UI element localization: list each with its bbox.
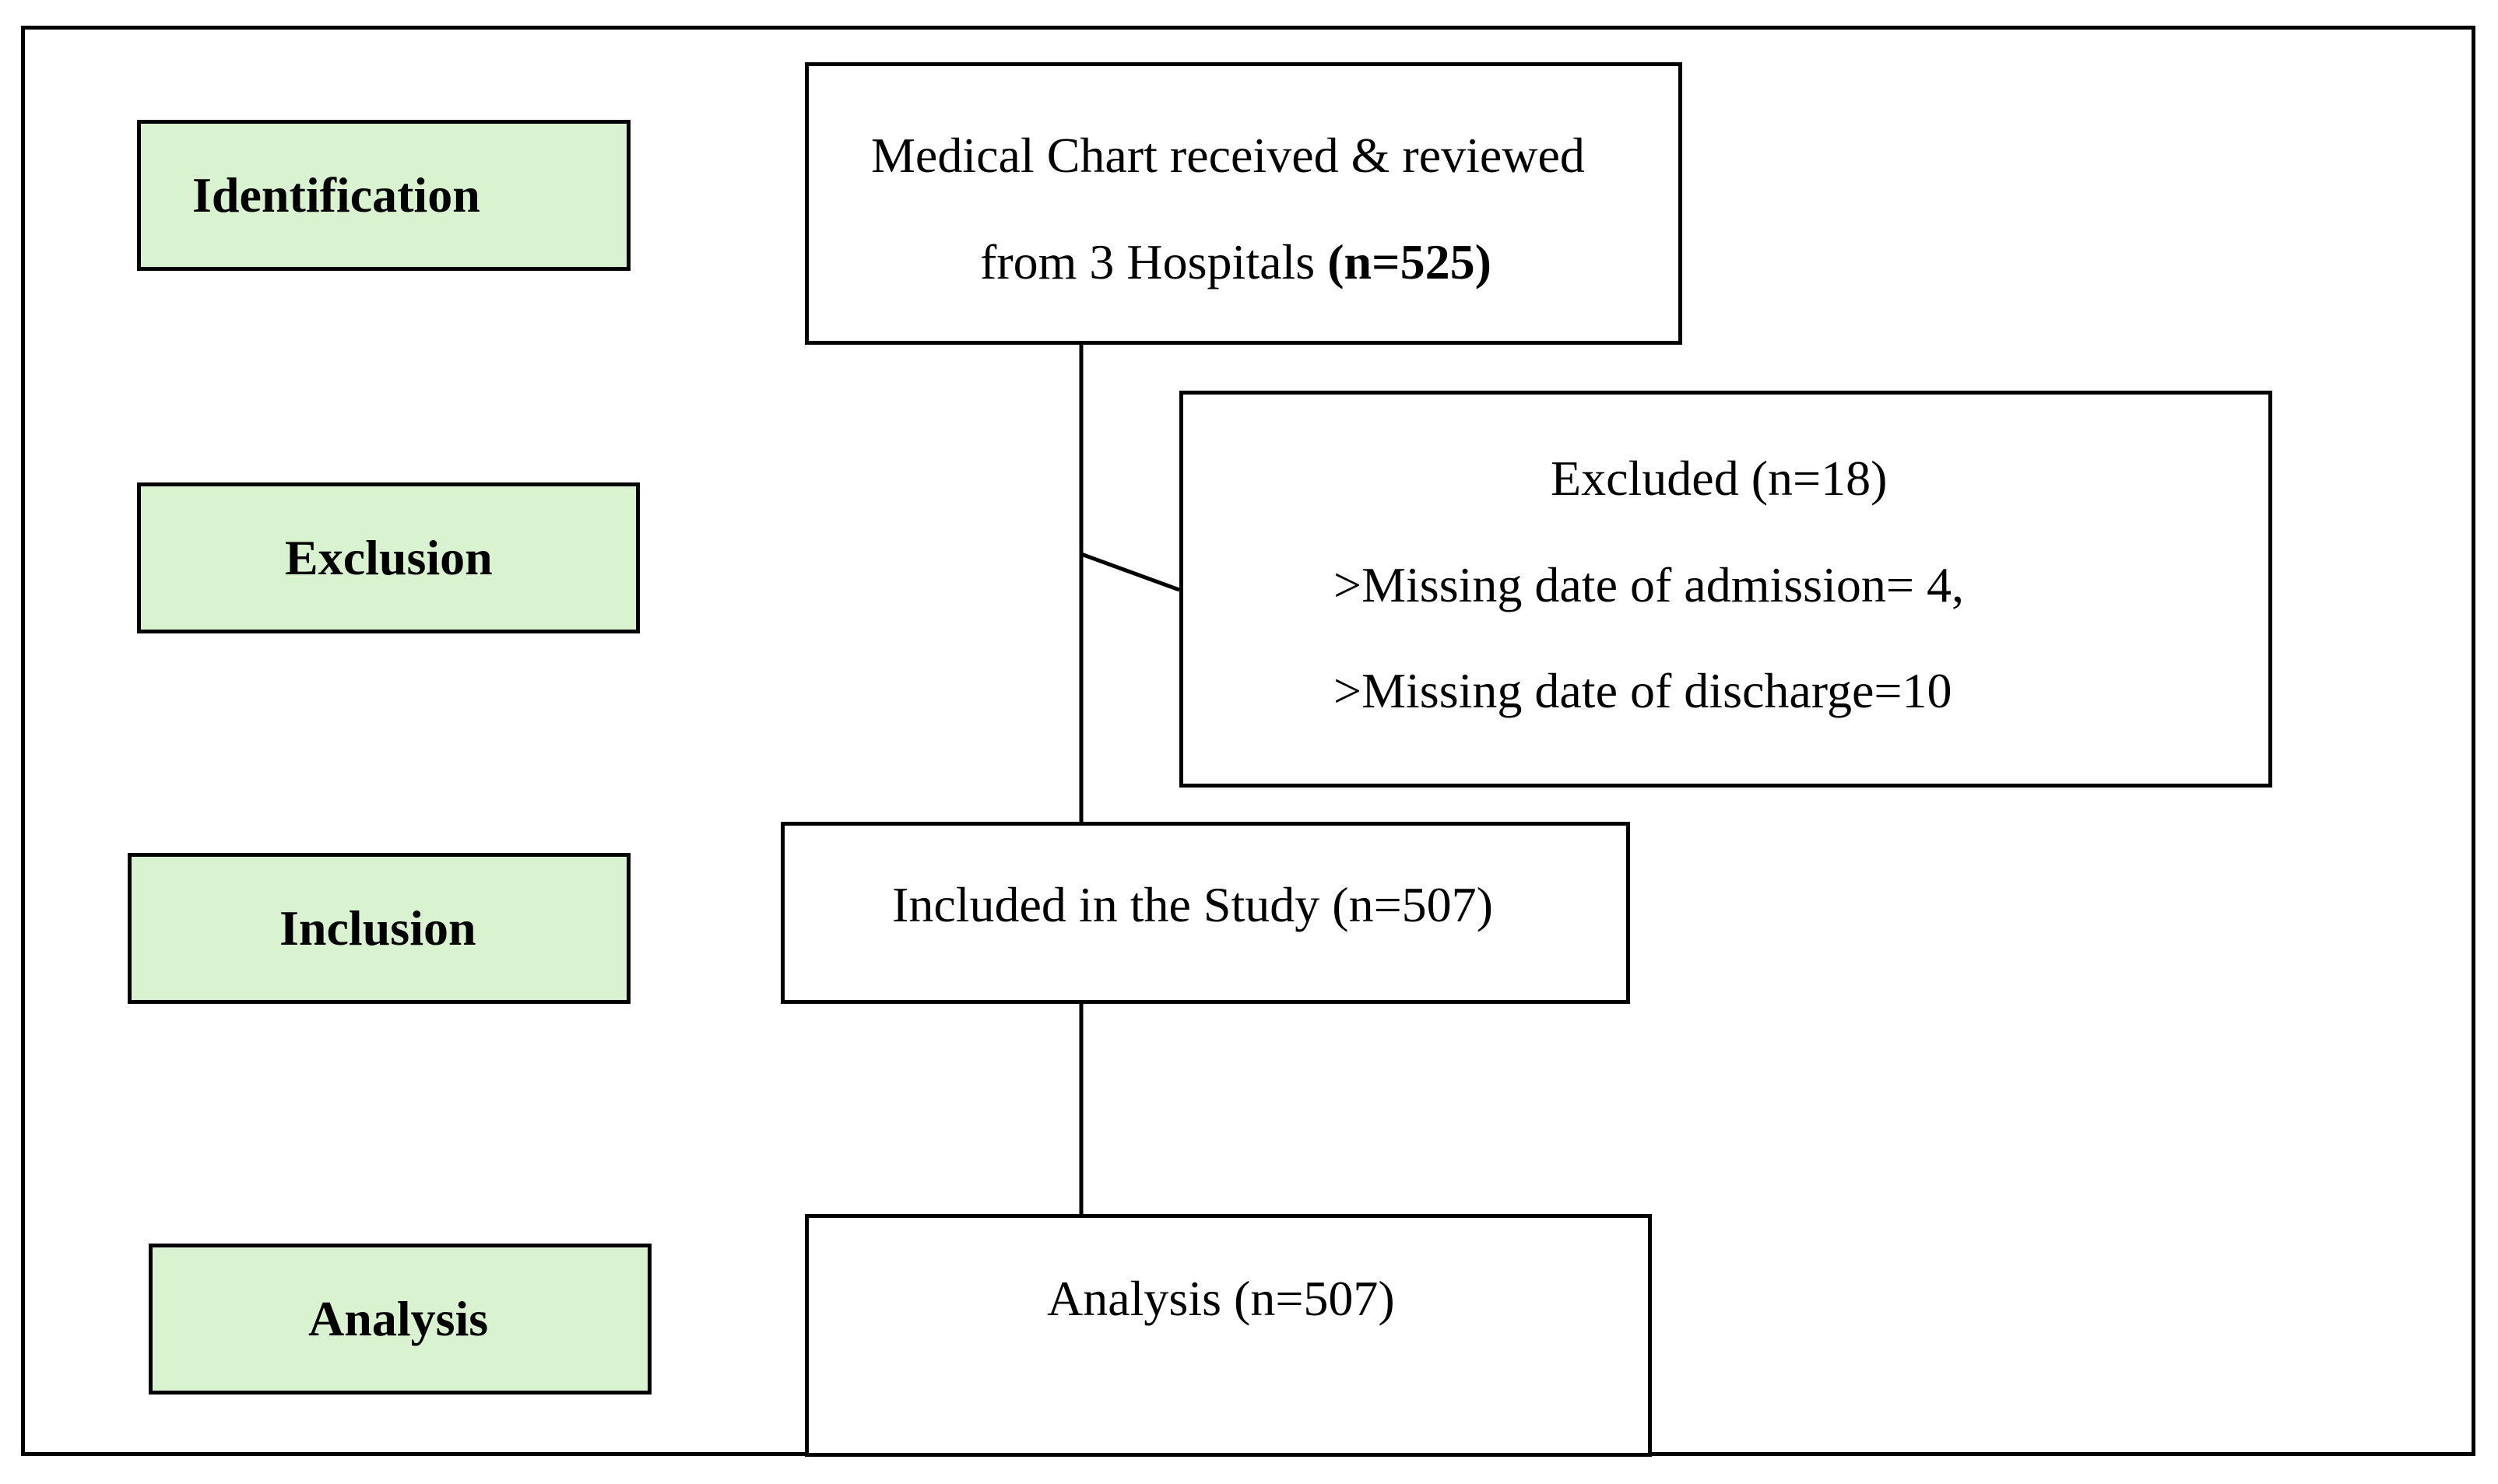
excluded-box: Excluded (n=18) >Missing date of admissi…	[1179, 391, 2272, 788]
excluded-reason-discharge: >Missing date of discharge=10	[1333, 663, 1952, 718]
stage-identification: Identification	[137, 120, 631, 271]
analysis-label: Analysis (n=507)	[1047, 1271, 1395, 1326]
included-label: Included in the Study (n=507)	[892, 877, 1493, 932]
records-received-count: (n=525)	[1327, 234, 1491, 289]
analysis-box: Analysis (n=507)	[805, 1214, 1652, 1457]
stage-inclusion: Inclusion	[128, 853, 631, 1004]
connector-branch-excluded	[1080, 552, 1180, 592]
stage-exclusion-label: Exclusion	[285, 530, 493, 585]
stage-analysis-label: Analysis	[308, 1291, 489, 1346]
records-received-box: Medical Chart received & reviewed from 3…	[805, 62, 1682, 345]
records-received-source: from 3 Hospitals	[980, 234, 1328, 289]
excluded-title: Excluded (n=18)	[1551, 451, 1888, 506]
stage-exclusion: Exclusion	[137, 482, 640, 633]
records-received-line1: Medical Chart received & reviewed	[871, 128, 1585, 183]
stage-inclusion-label: Inclusion	[279, 900, 476, 956]
included-box: Included in the Study (n=507)	[781, 822, 1630, 1004]
stage-identification-label: Identification	[192, 167, 480, 223]
stage-analysis: Analysis	[149, 1244, 652, 1395]
excluded-reason-admission: >Missing date of admission= 4,	[1333, 557, 1964, 612]
records-received-line2: from 3 Hospitals (n=525)	[980, 237, 1491, 287]
